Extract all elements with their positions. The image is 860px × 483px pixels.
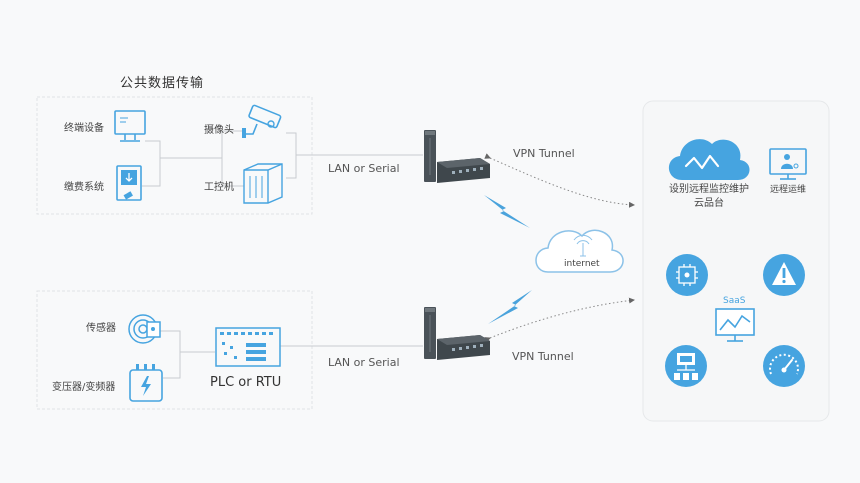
- remote-ops-icon: [769, 148, 807, 180]
- industrial-pc-label: 工控机: [204, 182, 234, 193]
- plc-icon: [215, 327, 281, 367]
- industrial-connectors: [160, 330, 423, 379]
- cloud-platform-icon: [668, 139, 750, 180]
- vpn-tunnel-top-curve: [484, 153, 635, 208]
- remote-ops-label: 远程运维: [770, 185, 807, 195]
- warning-icon: [763, 254, 805, 296]
- industrial-panel: [36, 290, 313, 410]
- industrial-pc-icon: [243, 163, 283, 204]
- wireless-lightning-bottom-icon: [488, 290, 532, 324]
- plc-label: PLC or RTU: [210, 375, 282, 390]
- circuit-board-icon: [666, 254, 708, 296]
- public-data-panel: [36, 96, 313, 215]
- saas-label: SaaS: [723, 296, 746, 306]
- public-data-title: 公共数据传输: [120, 76, 205, 91]
- lan-serial-top-label: LAN or Serial: [328, 162, 400, 175]
- transformer-label: 变压器/变频器: [52, 382, 116, 393]
- public-connectors: [142, 130, 423, 187]
- sensor-icon: [128, 314, 161, 344]
- payment-system-icon: [116, 165, 142, 201]
- database-server-icon: [665, 345, 707, 387]
- payment-system-label: 缴费系统: [64, 182, 104, 193]
- cloud-platform-label: 设别远程监控维护 云品台: [669, 184, 749, 209]
- wireless-lightning-top-icon: [484, 195, 530, 228]
- saas-chart-icon: [715, 308, 755, 342]
- cloud-platform-panel: [642, 100, 830, 422]
- terminal-device-icon: [114, 110, 146, 142]
- router-bottom-icon: [424, 307, 490, 360]
- sensor-label: 传感器: [86, 323, 116, 334]
- internet-label: internet: [564, 259, 600, 269]
- camera-icon: [242, 104, 282, 138]
- internet-cloud-icon: [535, 229, 624, 273]
- router-top-icon: [424, 130, 490, 183]
- camera-label: 摄像头: [204, 125, 234, 136]
- terminal-device-label: 终端设备: [64, 123, 104, 134]
- lan-serial-bottom-label: LAN or Serial: [328, 356, 400, 369]
- vpn-tunnel-bottom-label: VPN Tunnel: [512, 350, 574, 363]
- vpn-tunnel-bottom-curve: [484, 297, 635, 343]
- transformer-icon: [129, 364, 163, 402]
- speedometer-icon: [763, 345, 805, 387]
- vpn-tunnel-top-label: VPN Tunnel: [513, 147, 575, 160]
